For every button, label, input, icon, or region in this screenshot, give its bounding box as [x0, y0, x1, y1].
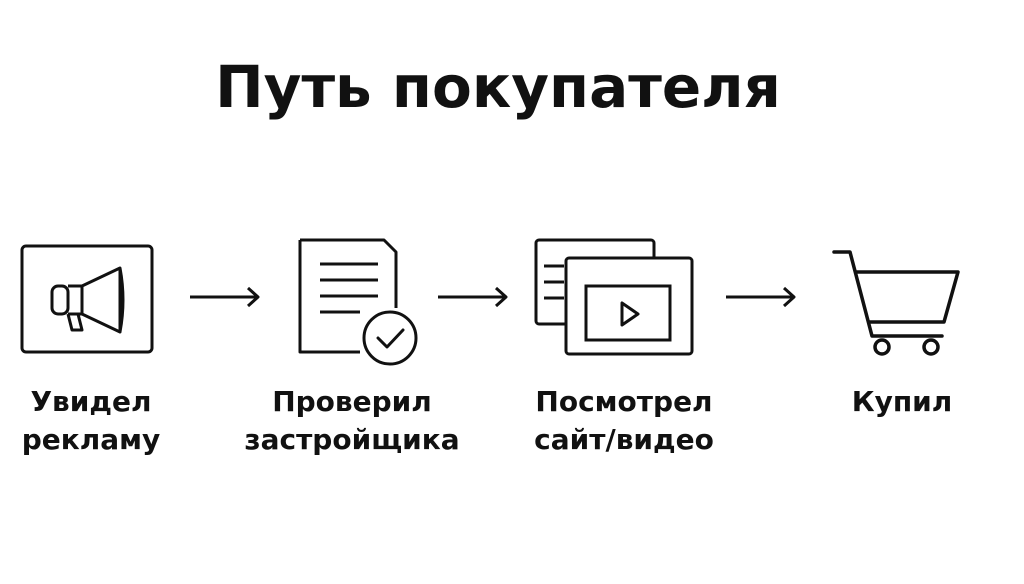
arrow-right-icon: [188, 286, 262, 308]
video-window-icon: [534, 236, 696, 360]
megaphone-icon: [20, 244, 154, 354]
arrow-right-icon: [436, 286, 510, 308]
diagram-title: Путь покупателя: [215, 53, 781, 121]
step-label-watched-site-video: Посмотрел сайт/видео: [534, 385, 714, 456]
arrow-right-icon: [724, 286, 798, 308]
shopping-cart-icon: [832, 246, 964, 358]
step-label-checked-developer: Проверил застройщика: [244, 385, 460, 456]
document-check-icon: [296, 236, 426, 368]
step-label-bought: Купил: [851, 385, 953, 418]
step-label-seen-ad: Увидел рекламу: [21, 385, 161, 456]
